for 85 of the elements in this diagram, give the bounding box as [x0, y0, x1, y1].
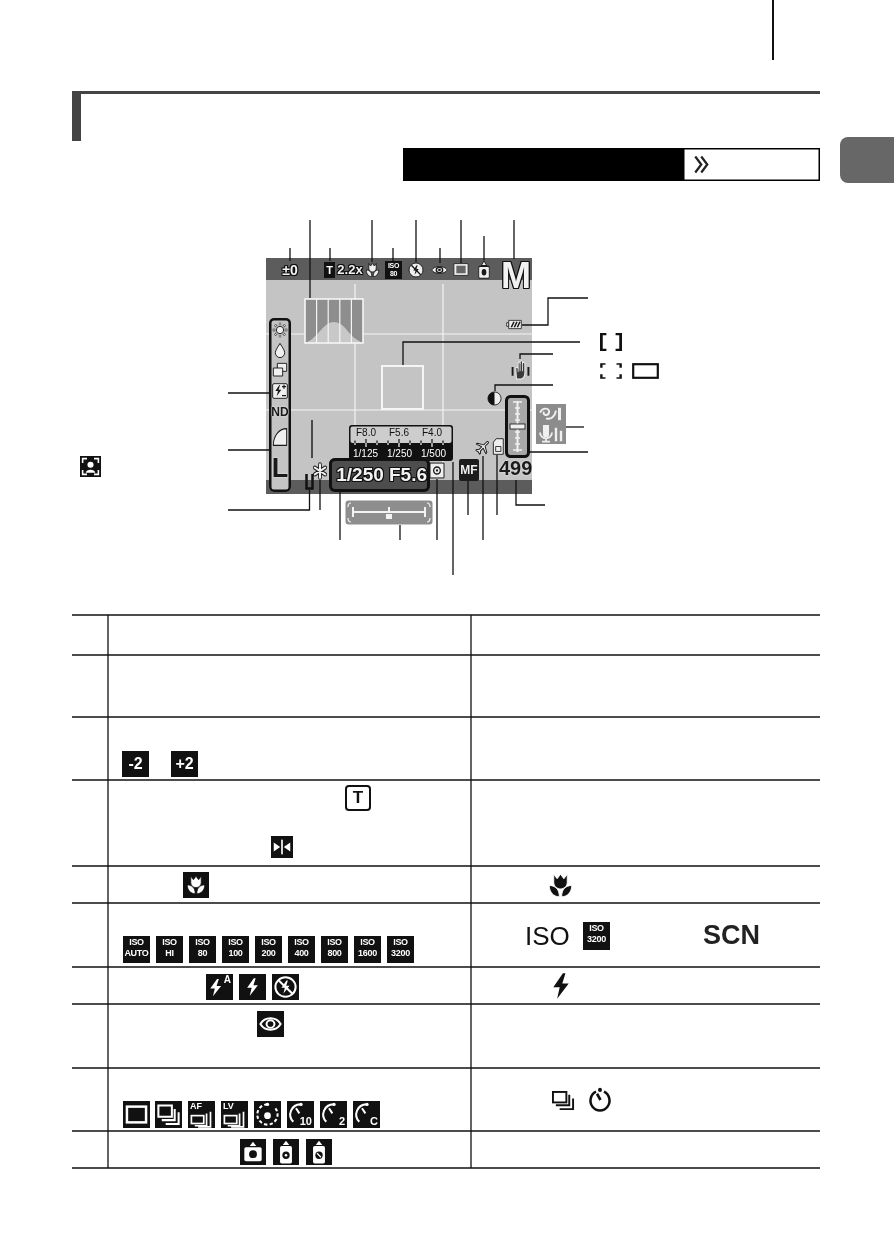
- exposure-compensation-value: ±0: [280, 261, 300, 279]
- leader-line: [399, 524, 401, 541]
- exposure-step-badge: -2: [122, 751, 149, 777]
- airplane-icon: [474, 438, 492, 456]
- letter-badge: T: [345, 785, 371, 811]
- camera-icon: [477, 260, 491, 279]
- size-letter: L: [271, 452, 289, 484]
- shutter-speed-value: 1/125: [352, 447, 379, 460]
- leader-line: [436, 478, 438, 541]
- filter-label: ND: [270, 404, 290, 421]
- self-timer-symbol: 10: [287, 1101, 314, 1128]
- battery-icon: [506, 319, 522, 330]
- asterisk-icon: [312, 462, 328, 480]
- shutter-speed-value: 1/500: [420, 447, 447, 460]
- leader-line: [529, 451, 589, 453]
- aperture-value: F5.6: [388, 463, 428, 487]
- iso-badge: ISO AUTO: [123, 936, 150, 963]
- bracket-mark: [305, 474, 314, 490]
- leader-line: [496, 454, 498, 516]
- leader-line: [371, 219, 373, 263]
- scene-mode-label: SCN: [703, 919, 761, 952]
- shots-remaining: 499: [499, 457, 532, 480]
- leader-line: [402, 341, 581, 366]
- half-circle-icon: [487, 391, 502, 406]
- histogram: [304, 298, 364, 344]
- leader-line: [415, 219, 417, 263]
- aperture-shutter-scale: [348, 424, 454, 462]
- metering-icon: [429, 462, 445, 479]
- memory-card-icon: [491, 438, 505, 455]
- exposure-readout-box: [329, 458, 430, 492]
- flash-auto-symbol: A: [206, 974, 233, 1000]
- microphone-icon: [536, 404, 566, 444]
- flash-off-icon: [408, 262, 424, 278]
- iso-badge: ISO 3200: [583, 922, 610, 950]
- icon-column-frame: [269, 318, 291, 492]
- iso-badge: ISO 100: [222, 936, 249, 963]
- iso-badge: ISO 1600: [354, 936, 381, 963]
- leader-line: [519, 353, 554, 360]
- iso-label: ISO: [525, 921, 571, 951]
- focus-distance-gauge: [345, 500, 433, 525]
- leader-line: [439, 247, 441, 264]
- hand-icon: [511, 359, 530, 380]
- iso-badge: ISO 80: [189, 936, 216, 963]
- letter-badge: T: [324, 262, 335, 278]
- self-timer-symbol: C: [353, 1101, 380, 1128]
- focus-mode-badge: MF: [459, 459, 479, 481]
- shutter-speed-value: 1/250: [335, 463, 385, 487]
- leader-line: [483, 235, 485, 261]
- leader-line: [309, 219, 311, 299]
- eye-icon: [431, 263, 448, 277]
- iso-badge: ISO 800: [321, 936, 348, 963]
- tulip-icon: [365, 262, 380, 278]
- leader-line: [565, 426, 585, 428]
- leader-line: [319, 479, 321, 511]
- leader-line: [227, 392, 270, 394]
- self-timer-symbol: 2: [320, 1101, 347, 1128]
- af-frame: [381, 365, 424, 410]
- lcd-screen: [266, 258, 532, 494]
- iso-badge: ISO 3200: [387, 936, 414, 963]
- zoom-magnification: 2.2x: [336, 261, 364, 279]
- leader-line: [467, 480, 469, 516]
- leader-line: [452, 461, 454, 576]
- drive-mode-symbol: LV: [221, 1101, 248, 1128]
- iso-badge: ISO 400: [288, 936, 315, 963]
- leader-line: [392, 247, 394, 262]
- leader-line: [494, 384, 554, 392]
- leader-line: [513, 219, 515, 260]
- leader-line: [329, 247, 331, 262]
- leader-line: [289, 247, 291, 262]
- leader-line: [227, 449, 270, 451]
- aperture-value: F5.6: [388, 426, 410, 439]
- iso-badge: ISO 200: [255, 936, 282, 963]
- iso-badge: ISO HI: [156, 936, 183, 963]
- shutter-speed-value: 1/250: [386, 447, 413, 460]
- aperture-value: F4.0: [421, 426, 443, 439]
- leader-line: [482, 455, 484, 541]
- leader-line: [460, 219, 462, 264]
- leader-line: [339, 491, 341, 541]
- exposure-level-bar: [505, 395, 530, 458]
- leader-line: [515, 479, 546, 506]
- leader-line: [521, 297, 589, 326]
- drive-mode-symbol: AF: [188, 1101, 215, 1128]
- leader-line: [227, 489, 311, 511]
- exposure-step-badge: +2: [171, 751, 198, 777]
- aperture-value: F8.0: [355, 426, 377, 439]
